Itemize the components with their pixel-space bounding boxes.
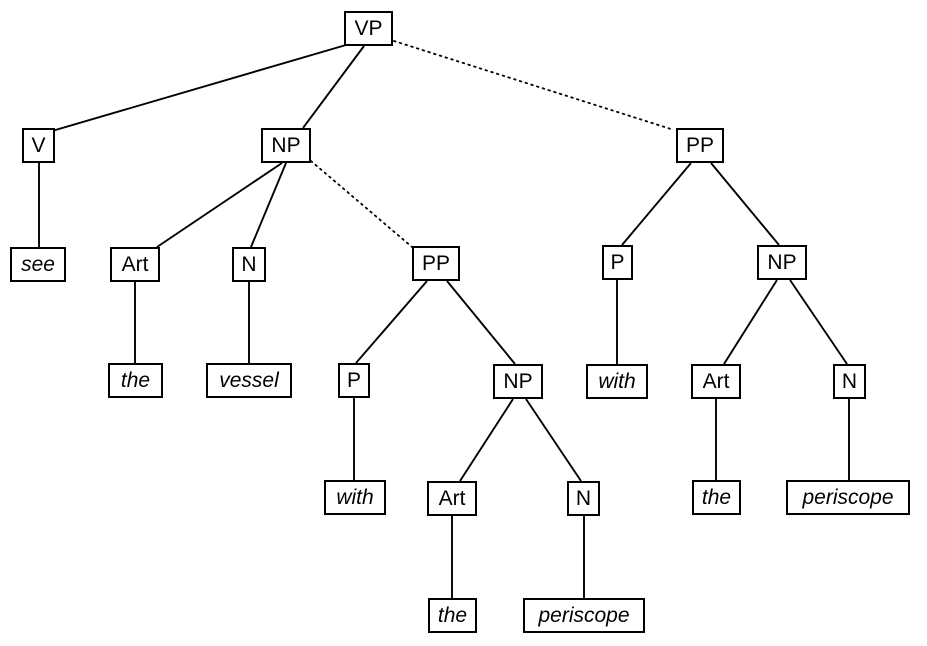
category-node-vp: VP: [344, 11, 393, 46]
tree-edge-vp-to-v: [51, 44, 347, 132]
leaf-node-the1: the: [108, 363, 163, 398]
leaf-node-the_right: the: [692, 480, 741, 515]
leaf-node-periscope_rt: periscope: [786, 480, 910, 515]
category-node-art_mid: Art: [427, 481, 477, 516]
tree-edge-np_right-to-art_right: [723, 279, 778, 365]
category-node-art1: Art: [110, 247, 160, 282]
tree-edge-np1-to-pp_mid: [310, 160, 413, 248]
category-node-pp_mid: PP: [412, 246, 460, 281]
leaf-node-with_right: with: [586, 364, 648, 399]
tree-edge-np1-to-art1: [156, 162, 283, 248]
leaf-node-vessel: vessel: [206, 363, 292, 398]
tree-edge-np_mid-to-n_mid: [525, 398, 582, 482]
category-node-v: V: [22, 128, 55, 163]
leaf-node-periscope_mid: periscope: [523, 598, 645, 633]
tree-edge-vp-to-np1: [302, 45, 365, 129]
category-node-p_right: P: [602, 245, 633, 280]
category-node-np_right: NP: [757, 245, 807, 280]
category-node-np1: NP: [261, 128, 311, 163]
category-node-n1: N: [232, 247, 266, 282]
leaf-node-the_mid: the: [428, 598, 477, 633]
leaf-node-with_mid: with: [324, 480, 386, 515]
category-node-n_right: N: [833, 364, 866, 399]
tree-edge-np_mid-to-art_mid: [459, 398, 514, 482]
tree-edge-pp_right-to-np_right: [710, 162, 780, 246]
category-node-art_right: Art: [691, 364, 741, 399]
tree-edge-pp_right-to-p_right: [621, 162, 692, 246]
category-node-p_mid: P: [338, 363, 370, 398]
tree-edge-np1-to-n1: [250, 162, 287, 248]
tree-edge-np_right-to-n_right: [789, 279, 848, 365]
leaf-node-see: see: [10, 247, 66, 282]
category-node-n_mid: N: [567, 481, 600, 516]
tree-edge-pp_mid-to-p_mid: [355, 280, 428, 364]
tree-edge-pp_mid-to-np_mid: [446, 280, 516, 365]
category-node-pp_right: PP: [676, 128, 724, 163]
category-node-np_mid: NP: [493, 364, 543, 399]
tree-edge-vp-to-pp_right: [393, 40, 675, 131]
